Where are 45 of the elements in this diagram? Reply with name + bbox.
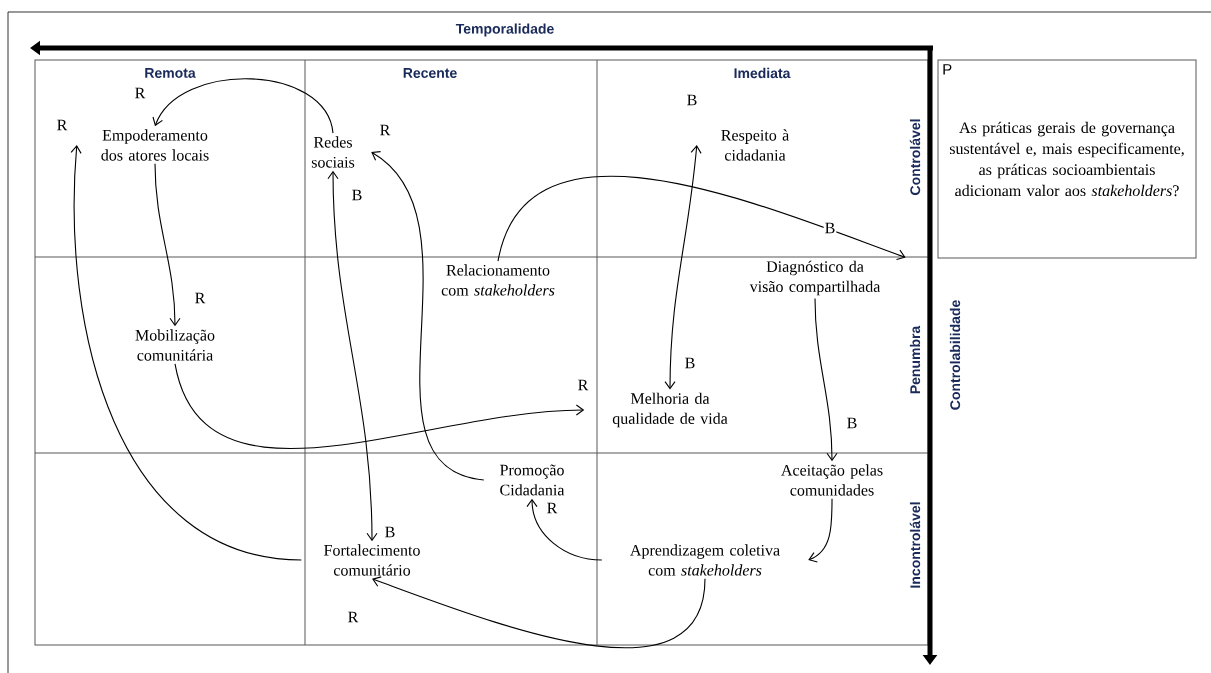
loop-label: R [378, 123, 392, 137]
arrow [154, 163, 181, 327]
loop-label: B [685, 357, 695, 369]
loop-label: R [133, 86, 147, 100]
node-label: Fortalecimento comunitário [324, 544, 420, 576]
node-label: Melhoria da qualidade de vida [612, 392, 728, 428]
axis-label: Temporalidade [455, 23, 554, 37]
node-label: Redes sociais [311, 136, 355, 168]
axis-label: Controlabilidade [949, 300, 961, 410]
loop-label: R [55, 118, 69, 132]
arrow [371, 151, 485, 481]
row-label: Penumbra [909, 325, 921, 394]
arrow [174, 363, 585, 450]
row-label: Controlável [909, 119, 921, 195]
arrow [497, 175, 906, 262]
arrow [372, 576, 706, 649]
arrow [814, 297, 838, 462]
loop-label: R [193, 291, 207, 305]
node-label: Empoderamento dos atores locais [101, 129, 209, 161]
node-label: Relacionamento com stakeholders [441, 264, 555, 296]
arrow [664, 145, 702, 390]
loop-label: R [545, 501, 559, 515]
arrow [152, 78, 334, 134]
arrow [327, 170, 378, 542]
loop-label: B [385, 526, 395, 538]
arrow [70, 145, 302, 561]
node-label: Aceitação pelas comunidades [781, 464, 883, 496]
arrow [808, 498, 833, 563]
loop-label: B [845, 416, 859, 430]
question-box: As práticas gerais de governança sustentável e, mais especificamente, as práticas socioambientais adicionam valor aos stakeholders? P [937, 59, 1197, 259]
column-header: Imediata [734, 67, 791, 79]
node-label: Mobilização comunitária [135, 329, 215, 361]
row-label: Incontrolável [909, 502, 921, 588]
loop-label: B [685, 93, 699, 107]
loop-label: B [823, 221, 837, 235]
column-header: Recente [403, 68, 457, 78]
node-label: Promoção Cidadania [500, 464, 565, 496]
loop-label: B [350, 188, 364, 202]
node-label: Respeito à cidadania [721, 129, 789, 161]
arrow [526, 498, 603, 561]
node-label: Diagnóstico da visão compartilhada [749, 260, 881, 296]
column-header: Remota [145, 68, 196, 78]
loop-label: R [346, 610, 360, 624]
node-label: Aprendizagem coletiva com stakeholders [630, 544, 780, 576]
loop-label: R [576, 378, 590, 392]
